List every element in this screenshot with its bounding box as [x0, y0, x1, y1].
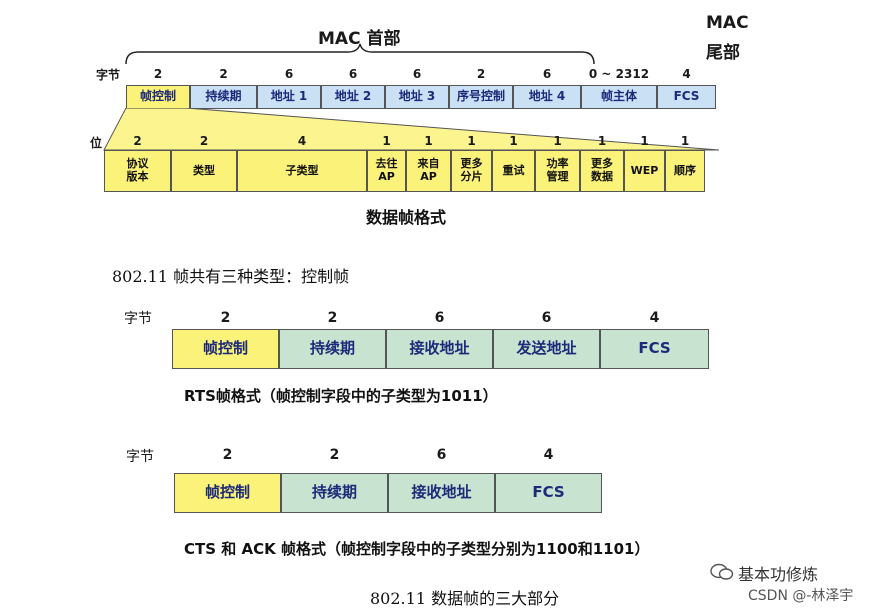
fc-field-0: 协议 版本: [104, 150, 171, 192]
fc-field-4: 来自 AP: [406, 150, 451, 192]
fc-field-7: 功率 管理: [535, 150, 580, 192]
mac-size-5: 2: [476, 67, 486, 81]
cts-field-2: 接收地址: [388, 473, 495, 513]
fc-field-9: WEP: [624, 150, 665, 192]
fc-field-6: 重试: [492, 150, 535, 192]
mac-size-0: 2: [153, 67, 163, 81]
wechat-icon: [710, 563, 734, 585]
rts-size-0: 2: [220, 310, 231, 326]
cts-size-3: 4: [543, 447, 554, 463]
fc-field-8: 更多 数据: [580, 150, 624, 192]
mac-size-1: 2: [219, 67, 228, 81]
bit-label: 位: [90, 136, 103, 150]
fc-field-1: 类型: [171, 150, 237, 192]
mac-trailer-label-2: 尾部: [706, 43, 740, 63]
mac-size-8: 4: [682, 67, 691, 81]
byte-label-cts: 字节: [126, 449, 154, 465]
cts-size-0: 2: [222, 447, 233, 463]
fc-size-2: 4: [297, 134, 307, 148]
cts-size-1: 2: [329, 447, 340, 463]
mac-size-2: 6: [284, 67, 294, 81]
mac-field-7: 帧主体: [581, 85, 657, 109]
watermark-csdn: CSDN @-林泽宇: [748, 588, 854, 604]
mac-field-6: 地址 4: [513, 85, 581, 109]
byte-label-rts: 字节: [124, 311, 152, 327]
cts-size-2: 6: [436, 447, 447, 463]
rts-size-2: 6: [434, 310, 445, 326]
rts-field-4: FCS: [600, 329, 709, 369]
mac-header-label: MAC 首部: [318, 29, 401, 49]
fc-size-9: 1: [640, 134, 649, 148]
fc-size-10: 1: [680, 134, 690, 148]
fc-size-1: 2: [199, 134, 209, 148]
fc-size-8: 1: [597, 134, 607, 148]
frame-control-zoom: [103, 108, 720, 151]
fc-field-10: 顺序: [665, 150, 705, 192]
mac-size-7: 0 ~ 2312: [588, 67, 650, 81]
cts-field-3: FCS: [495, 473, 602, 513]
watermark-text: 基本功修炼: [738, 565, 819, 584]
data-three-parts: 802.11 数据帧的三大部分: [370, 589, 560, 608]
fc-field-3: 去往 AP: [367, 150, 406, 192]
cts-caption: CTS 和 ACK 帧格式（帧控制字段中的子类型分别为1100和1101）: [184, 540, 650, 558]
fc-size-6: 1: [509, 134, 518, 148]
data-frame-format-caption: 数据帧格式: [366, 208, 447, 227]
mac-field-2: 地址 1: [257, 85, 321, 109]
fc-field-5: 更多 分片: [451, 150, 492, 192]
mac-size-6: 6: [542, 67, 552, 81]
rts-size-1: 2: [327, 310, 338, 326]
fc-size-0: 2: [133, 134, 142, 148]
types-line: 802.11 帧共有三种类型：控制帧: [112, 267, 350, 286]
mac-size-4: 6: [412, 67, 422, 81]
mac-header-brace: [125, 43, 595, 65]
fc-size-7: 1: [553, 134, 562, 148]
mac-field-3: 地址 2: [321, 85, 385, 109]
rts-size-4: 4: [649, 310, 660, 326]
fc-field-2: 子类型: [237, 150, 367, 192]
mac-field-0: 帧控制: [126, 85, 190, 109]
mac-field-4: 地址 3: [385, 85, 449, 109]
fc-size-3: 1: [382, 134, 391, 148]
rts-size-3: 6: [541, 310, 552, 326]
rts-field-1: 持续期: [279, 329, 386, 369]
rts-field-2: 接收地址: [386, 329, 493, 369]
mac-trailer-label-1: MAC: [706, 13, 749, 33]
fc-size-5: 1: [467, 134, 476, 148]
mac-size-3: 6: [348, 67, 358, 81]
mac-field-8: FCS: [657, 85, 716, 109]
rts-field-3: 发送地址: [493, 329, 600, 369]
byte-label-top: 字节: [96, 68, 121, 82]
rts-field-0: 帧控制: [172, 329, 279, 369]
mac-field-1: 持续期: [190, 85, 257, 109]
fc-size-4: 1: [424, 134, 433, 148]
cts-field-1: 持续期: [281, 473, 388, 513]
cts-field-0: 帧控制: [174, 473, 281, 513]
mac-field-5: 序号控制: [449, 85, 513, 109]
rts-caption: RTS帧格式（帧控制字段中的子类型为1011）: [184, 387, 498, 405]
